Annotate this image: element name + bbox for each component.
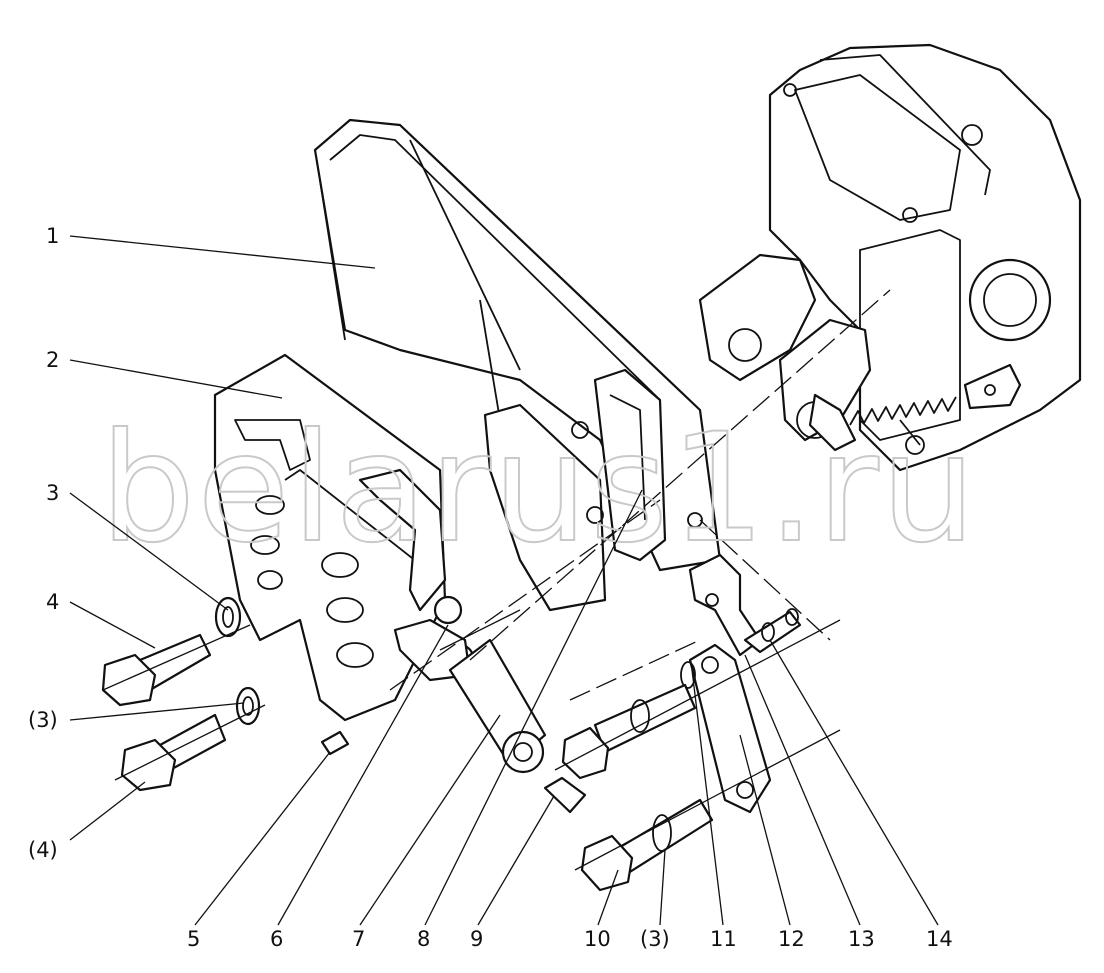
- callout-labels: 1 2 3 4 (3) (4) 5 6 7 8 9 10 (3) 11 12 1…: [28, 224, 953, 951]
- leader-lines: [69, 235, 939, 926]
- part-14-pin: [743, 608, 802, 654]
- part-9-grease-nipple: [543, 776, 587, 814]
- callout-12: 12: [778, 927, 805, 951]
- callout-6: 6: [270, 927, 283, 951]
- callout-4b: (4): [28, 838, 58, 862]
- callout-3b: (3): [28, 708, 58, 732]
- part-3b-washer: [235, 686, 261, 726]
- callout-1: 1: [46, 224, 59, 248]
- callout-5: 5: [187, 927, 200, 951]
- callout-7: 7: [352, 927, 365, 951]
- tension-spring: [808, 363, 1022, 452]
- part-7-shaft: [448, 638, 547, 774]
- mount-plate: [483, 368, 703, 612]
- part-10-bolt: [580, 798, 714, 892]
- part-3-washer: [214, 596, 242, 638]
- part-4-bolt: [101, 633, 212, 707]
- watermark-text: belarus1.ru: [100, 402, 978, 576]
- assembly-axes: [389, 289, 891, 701]
- callout-13: 13: [848, 927, 875, 951]
- part-12-arm: [688, 643, 772, 814]
- callout-4: 4: [46, 590, 59, 614]
- callout-3: 3: [46, 481, 59, 505]
- gearbox-housing: [768, 43, 1082, 472]
- callout-11: 11: [710, 927, 737, 951]
- part-6-fork: [358, 468, 475, 682]
- part-2-bracket: [213, 353, 447, 722]
- callout-10: 10: [584, 927, 611, 951]
- callout-2: 2: [46, 348, 59, 372]
- part-4b-bolt: [120, 713, 227, 792]
- part-11-washer: [680, 661, 696, 689]
- callout-14: 14: [926, 927, 953, 951]
- part-5-grease-nipple: [320, 730, 350, 756]
- callout-8: 8: [417, 927, 430, 951]
- callout-9: 9: [470, 927, 483, 951]
- callout-3c: (3): [640, 927, 670, 951]
